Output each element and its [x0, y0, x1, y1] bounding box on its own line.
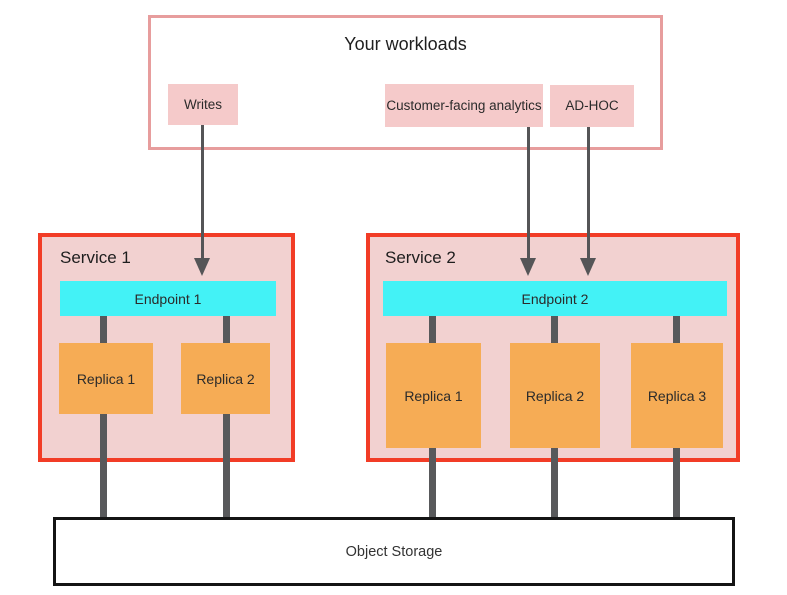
connector-s2-replica2-storage [551, 448, 558, 519]
workloads-group-box [148, 15, 663, 150]
service-1-replica-2-label: Replica 2 [196, 370, 255, 387]
workload-node-adhoc: AD-HOC [550, 85, 634, 127]
arrow-adhoc-to-endpoint2 [587, 127, 590, 259]
workload-node-customer-facing-analytics: Customer-facing analytics [385, 84, 543, 127]
workload-node-customer-facing-analytics-label: Customer-facing analytics [386, 97, 542, 113]
workload-node-writes: Writes [168, 84, 238, 125]
service-2-replica-2-label: Replica 2 [525, 387, 585, 404]
workloads-title: Your workloads [344, 34, 467, 54]
service-2-replica-1-label: Replica 1 [404, 387, 463, 404]
service-1-replica-1-label: Replica 1 [76, 370, 136, 387]
service-2-endpoint: Endpoint 2 [383, 281, 727, 316]
arrow-analytics-to-endpoint2 [527, 127, 530, 259]
connector-s2-replica1-storage [429, 448, 436, 519]
arrowhead-down-icon [194, 258, 210, 276]
service-1-title: Service 1 [60, 248, 131, 267]
service-1-replica-2: Replica 2 [181, 343, 270, 414]
connector-s2-endpoint-replica3 [673, 316, 680, 343]
object-storage-label: Object Storage [345, 543, 443, 560]
connector-s1-endpoint-replica2 [223, 316, 230, 343]
connector-s1-replica1-storage [100, 414, 107, 519]
connector-s1-replica2-storage [223, 414, 230, 519]
connector-s2-endpoint-replica2 [551, 316, 558, 343]
arrowhead-down-icon [580, 258, 596, 276]
service-2-replica-2: Replica 2 [510, 343, 600, 448]
service-2-replica-1: Replica 1 [386, 343, 481, 448]
service-1-endpoint-label: Endpoint 1 [134, 290, 202, 307]
connector-s1-endpoint-replica1 [100, 316, 107, 343]
connector-s2-endpoint-replica1 [429, 316, 436, 343]
service-2-title: Service 2 [385, 248, 456, 267]
service-2-replica-3: Replica 3 [631, 343, 723, 448]
connector-s2-replica3-storage [673, 448, 680, 519]
service-2-endpoint-label: Endpoint 2 [521, 290, 589, 307]
arrow-writes-to-endpoint1 [201, 125, 204, 259]
service-1-endpoint: Endpoint 1 [60, 281, 276, 316]
service-1-replica-1: Replica 1 [59, 343, 153, 414]
workload-node-adhoc-label: AD-HOC [565, 98, 619, 114]
object-storage-box: Object Storage [53, 517, 735, 586]
service-2-replica-3-label: Replica 3 [647, 387, 707, 404]
arrowhead-down-icon [520, 258, 536, 276]
workload-node-writes-label: Writes [183, 96, 222, 112]
